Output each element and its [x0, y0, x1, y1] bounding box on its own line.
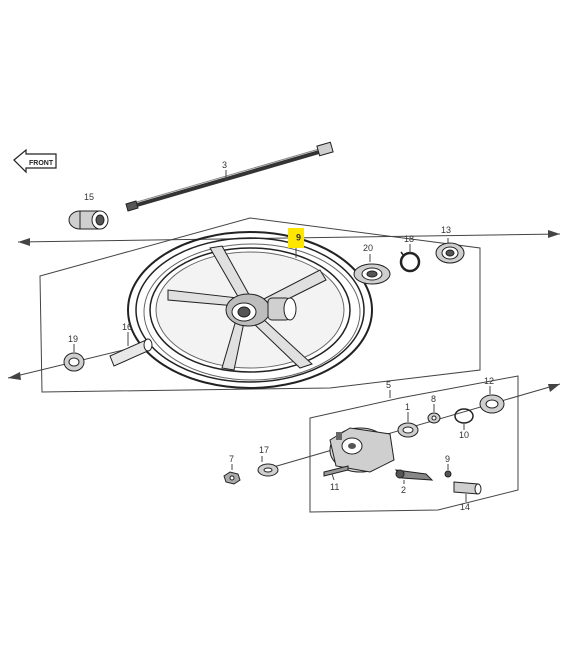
label-11: 11 — [330, 482, 339, 492]
label-18: 18 — [404, 234, 414, 244]
bearing-20[interactable] — [353, 263, 391, 285]
label-8: 8 — [431, 394, 436, 404]
seal-13[interactable] — [435, 242, 465, 264]
label-20: 20 — [363, 243, 373, 253]
cam-2[interactable] — [394, 469, 434, 481]
bolt-9[interactable] — [444, 470, 452, 478]
label-10: 10 — [459, 430, 469, 440]
label-6: 6 — [296, 232, 301, 242]
front-arrow-badge: FRONT — [13, 148, 57, 174]
label-14: 14 — [460, 502, 470, 512]
label-9: 9 — [445, 454, 450, 464]
shaft-14[interactable] — [453, 481, 482, 495]
label-12: 12 — [484, 376, 494, 386]
front-badge-text: FRONT — [29, 160, 54, 167]
seal-19[interactable] — [63, 352, 85, 372]
label-3: 3 — [222, 160, 227, 170]
circlip-18[interactable] — [399, 251, 421, 273]
wheel-rim-part[interactable] — [127, 231, 373, 389]
seal-12[interactable] — [479, 394, 505, 414]
label-5: 5 — [386, 380, 391, 390]
brake-panel[interactable] — [329, 427, 395, 473]
label-2: 2 — [401, 485, 406, 495]
axle-part[interactable] — [125, 141, 334, 212]
label-17: 17 — [259, 445, 269, 455]
nut-7[interactable] — [223, 471, 241, 485]
washer-17[interactable] — [257, 463, 279, 477]
collar-16[interactable] — [109, 338, 153, 367]
label-15: 15 — [84, 192, 94, 202]
label-7: 7 — [229, 454, 234, 464]
label-13: 13 — [441, 225, 451, 235]
label-19: 19 — [68, 334, 78, 344]
washer-8[interactable] — [427, 412, 441, 424]
oring-10[interactable] — [454, 408, 474, 424]
seal-1[interactable] — [397, 422, 419, 438]
highlight-marker-6 — [288, 228, 304, 248]
spacer-15[interactable] — [68, 210, 109, 230]
label-16: 16 — [122, 322, 132, 332]
label-1: 1 — [405, 402, 410, 412]
bolt-11[interactable] — [323, 465, 349, 477]
